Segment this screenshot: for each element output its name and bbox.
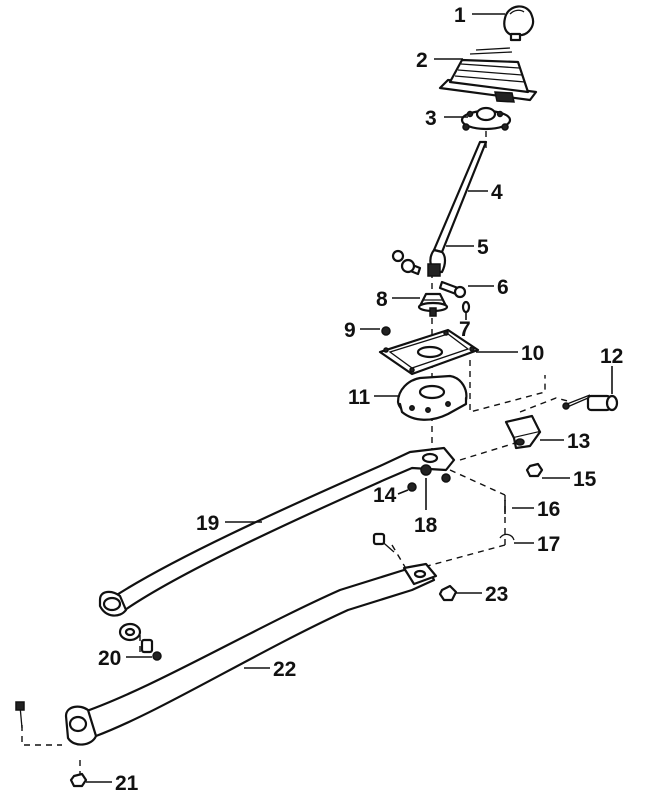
callout-17: 17 xyxy=(537,533,560,556)
cover-plate xyxy=(378,328,480,376)
callout-15: 15 xyxy=(573,468,597,491)
leader-lines xyxy=(86,13,613,783)
assembly-guide-lines xyxy=(21,118,573,775)
retainer-plate xyxy=(460,106,512,131)
shift-knob xyxy=(503,5,535,42)
shift-lever xyxy=(427,140,488,277)
pivot-bolt xyxy=(562,394,619,412)
rod-washer-bolt xyxy=(118,622,162,661)
callout-6: 6 xyxy=(497,276,509,299)
callout-3: 3 xyxy=(425,107,437,130)
pin-and-clip xyxy=(499,500,515,541)
cover-screw xyxy=(381,326,391,336)
callout-16: 16 xyxy=(537,498,560,521)
callout-8: 8 xyxy=(376,288,388,311)
lower-shift-rod xyxy=(64,532,438,746)
callout-2: 2 xyxy=(416,49,428,72)
callout-21: 21 xyxy=(115,772,139,795)
rod-nut xyxy=(438,584,458,602)
callout-5: 5 xyxy=(477,236,489,259)
callout-9: 9 xyxy=(344,319,356,342)
callout-18: 18 xyxy=(414,514,438,537)
bracket-nut xyxy=(525,462,544,478)
callout-labels: 1 2 3 4 5 6 7 8 9 10 11 12 13 14 15 16 1… xyxy=(98,4,623,795)
callout-19: 19 xyxy=(196,512,219,535)
callout-20: 20 xyxy=(98,647,121,670)
pivot-hardware xyxy=(391,249,467,299)
callout-12: 12 xyxy=(600,345,623,368)
callout-13: 13 xyxy=(567,430,590,453)
lever-bushing xyxy=(417,292,449,317)
lever-clip xyxy=(461,300,471,314)
callout-7: 7 xyxy=(459,318,471,341)
callout-14: 14 xyxy=(373,484,397,507)
shifter-housing xyxy=(396,374,468,421)
callout-1: 1 xyxy=(454,4,466,27)
callout-4: 4 xyxy=(491,181,503,204)
callout-11: 11 xyxy=(348,386,371,409)
callout-10: 10 xyxy=(521,342,544,365)
callout-23: 23 xyxy=(485,583,508,606)
mount-bracket xyxy=(504,414,542,450)
callout-22: 22 xyxy=(273,658,296,681)
rod-end-fasteners xyxy=(15,701,88,788)
upper-shift-rod xyxy=(98,446,456,617)
shift-boot xyxy=(438,47,538,103)
